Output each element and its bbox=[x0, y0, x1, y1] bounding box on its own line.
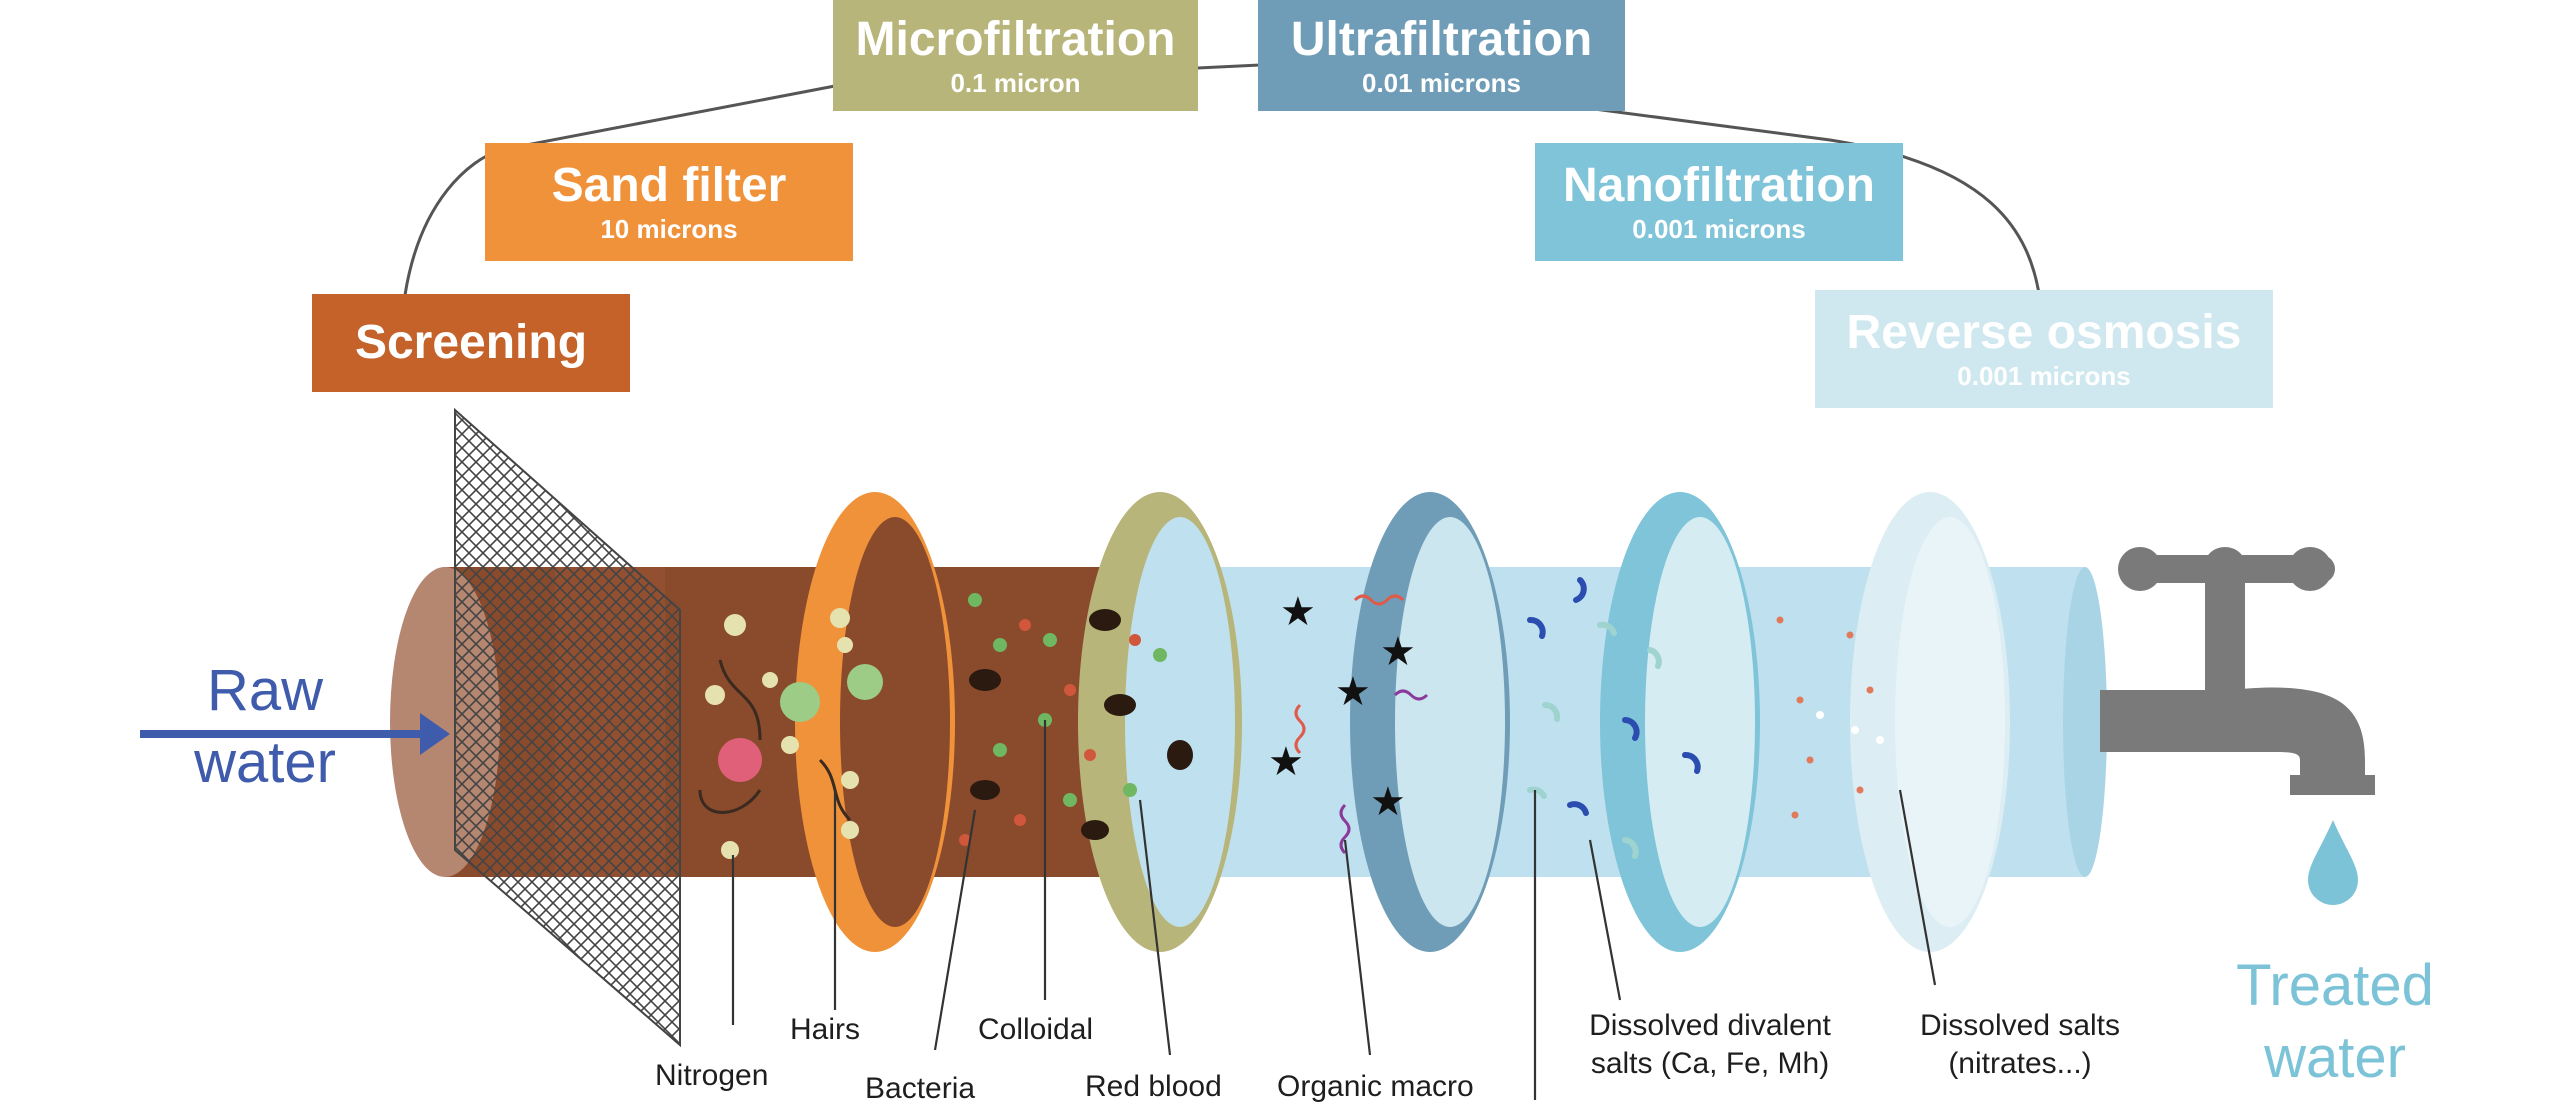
label-red-blood: Red blood bbox=[1085, 1070, 1222, 1103]
label-dissolved-salts: Dissolved salts (nitrates...) bbox=[1919, 1009, 2121, 1080]
organic-macro-squiggles bbox=[1294, 594, 1429, 855]
stage-box-microfiltration: Microfiltration 0.1 micron bbox=[833, 0, 1198, 111]
screen-mesh bbox=[454, 407, 681, 1048]
microfiltration-disc bbox=[1078, 492, 1242, 952]
red-blood-cell-icon bbox=[718, 738, 762, 782]
stage-box-ultrafiltration: Ultrafiltration 0.01 microns bbox=[1258, 0, 1625, 111]
stage-size: 0.01 microns bbox=[1362, 67, 1521, 98]
stage-size: 0.001 microns bbox=[1957, 361, 2131, 391]
label-divalent-salts: Dissolved divalent salts (Ca, Fe, Mh) bbox=[1589, 1009, 1831, 1080]
svg-text:★: ★ bbox=[1268, 739, 1304, 785]
label-bacteria: Bacteria bbox=[865, 1072, 976, 1105]
label-colloidal: Colloidal bbox=[978, 1013, 1094, 1046]
svg-text:★: ★ bbox=[1335, 669, 1371, 715]
stage-title: Screening bbox=[354, 316, 588, 369]
nitrogen-particles bbox=[705, 608, 859, 859]
label-leader-lines bbox=[731, 720, 1937, 1100]
ultrafiltration-disc bbox=[1350, 492, 1510, 952]
red-dots bbox=[959, 619, 1141, 846]
reverse-osmosis-disc bbox=[1850, 492, 2010, 952]
stage-box-reverse-osmosis: Reverse osmosis 0.001 microns bbox=[1815, 290, 2273, 408]
svg-text:★: ★ bbox=[1370, 779, 1406, 825]
stage-title: Nanofiltration bbox=[1563, 159, 1875, 212]
stage-title: Sand filter bbox=[551, 159, 787, 212]
raw-water-label: Raw water bbox=[194, 658, 336, 795]
stage-size: 10 microns bbox=[600, 214, 738, 244]
svg-text:★: ★ bbox=[1380, 629, 1416, 675]
divalent-salt-arcs bbox=[1527, 577, 1701, 859]
green-particles bbox=[780, 664, 883, 722]
label-organic-macro: Organic macro bbox=[1277, 1070, 1474, 1103]
stage-title: Microfiltration bbox=[855, 12, 1176, 66]
stage-size: 0.1 micron bbox=[950, 67, 1081, 98]
stage-title: Ultrafiltration bbox=[1290, 12, 1593, 66]
stage-box-screening: Screening bbox=[312, 294, 630, 392]
label-hairs: Hairs bbox=[790, 1013, 861, 1046]
stage-size: 0.001 microns bbox=[1632, 214, 1806, 244]
tap-icon bbox=[2100, 547, 2375, 795]
nanofiltration-disc bbox=[1600, 492, 1760, 952]
dissolved-salt-dots bbox=[1776, 616, 1884, 819]
label-nitrogen: Nitrogen bbox=[655, 1059, 769, 1092]
stage-box-sand-filter: Sand filter 10 microns bbox=[485, 143, 853, 261]
stage-connector-arc bbox=[403, 63, 2042, 301]
treated-water-label: Treated water bbox=[2236, 953, 2434, 1090]
water-drop-icon bbox=[2308, 820, 2358, 905]
stage-title: Reverse osmosis bbox=[1846, 306, 2242, 359]
clear-pipe-end bbox=[2063, 567, 2107, 877]
organic-macro-star-icons: ★ ★ ★ ★ ★ bbox=[1268, 589, 1416, 825]
stage-box-nanofiltration: Nanofiltration 0.001 microns bbox=[1535, 143, 1903, 261]
sand-filter-disc bbox=[795, 492, 955, 952]
colloidal-particles bbox=[969, 609, 1193, 840]
raw-water-arrow bbox=[140, 713, 450, 755]
bacteria-particles bbox=[968, 593, 1167, 807]
svg-text:★: ★ bbox=[1280, 589, 1316, 635]
